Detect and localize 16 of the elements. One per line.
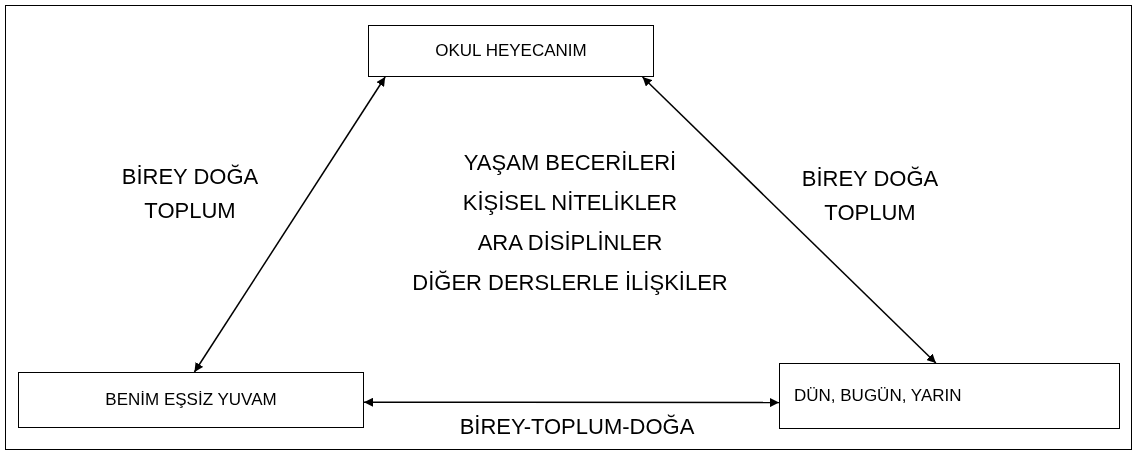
- theme-text: DİĞER DERSLERLE İLİŞKİLER: [412, 270, 728, 296]
- double-arrow: [363, 397, 780, 408]
- edge-label: BİREY DOĞA TOPLUM: [120, 163, 260, 226]
- edge-label: BİREY-TOPLUM-DOĞA: [458, 413, 696, 441]
- topic-label: OKUL HEYECANIM: [435, 41, 587, 61]
- topic-label: DÜN, BUGÜN, YARIN: [794, 386, 962, 406]
- topic-box: [18, 372, 364, 428]
- theme-text: ARA DİSİPLİNLER: [477, 230, 663, 256]
- topic-label: BENİM EŞSİZ YUVAM: [105, 390, 277, 410]
- theme-text: KİŞİSEL NİTELİKLER: [462, 190, 678, 216]
- topic-box: [368, 25, 654, 77]
- theme-text: YAŞAM BECERİLERİ: [463, 150, 677, 176]
- double-arrow: [193, 76, 386, 373]
- topic-box: [779, 363, 1120, 429]
- edge-label: BİREY DOĞA TOPLUM: [800, 165, 940, 228]
- double-arrow: [641, 76, 937, 364]
